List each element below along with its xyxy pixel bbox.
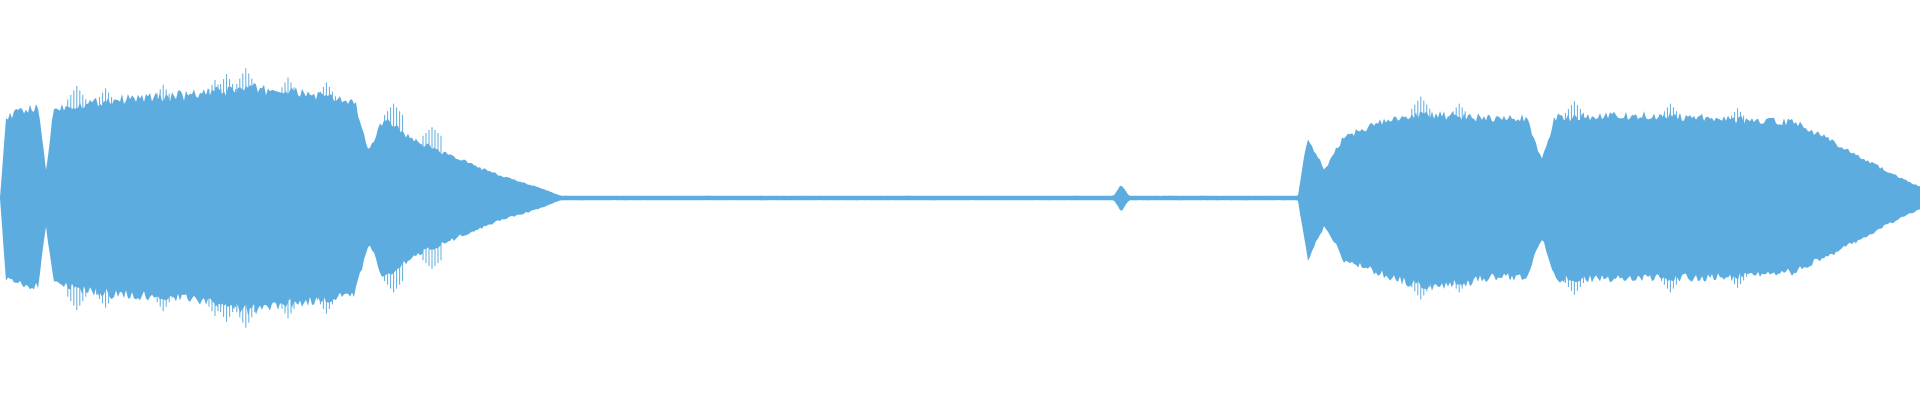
waveform-transients	[67, 68, 1748, 328]
waveform-body	[0, 83, 1920, 316]
